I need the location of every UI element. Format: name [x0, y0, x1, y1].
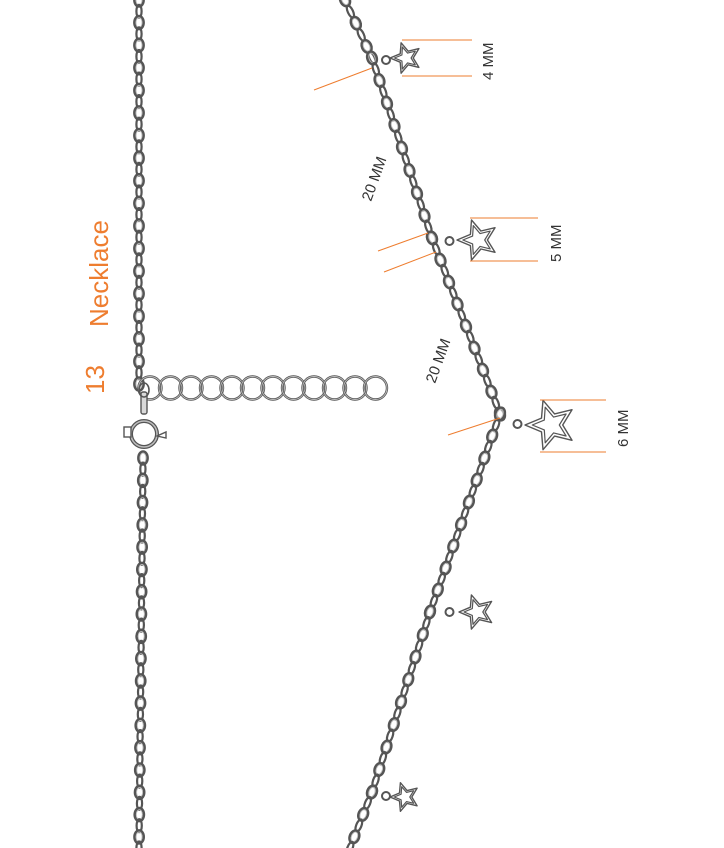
title-number: 13 [80, 365, 110, 394]
spacing-label-lower: 20 MM [423, 336, 455, 385]
leader-line-3 [383, 251, 437, 273]
star-charms [381, 42, 573, 812]
spring-ring-clasp [123, 382, 167, 449]
dim-label-6mm: 6 MM [615, 410, 632, 448]
dimension-lines [313, 39, 606, 453]
leader-line-4 [447, 417, 501, 436]
spacing-label-upper: 20 MM [359, 154, 391, 203]
leader-line-2 [377, 232, 429, 252]
extender-chain [137, 375, 389, 401]
chain-link [135, 840, 143, 848]
star-charm [444, 594, 493, 630]
star-charm [444, 219, 496, 261]
chain-link [345, 840, 355, 848]
star-charm [381, 42, 420, 74]
title-label: Necklace [84, 220, 114, 327]
leader-line-1 [313, 67, 373, 91]
dim-label-4mm: 4 MM [480, 43, 497, 81]
star-charm [381, 782, 418, 812]
star-charm [512, 399, 573, 451]
pendant-chain [338, 0, 507, 848]
dim-label-5mm: 5 MM [548, 225, 565, 263]
left-chain [133, 0, 149, 848]
